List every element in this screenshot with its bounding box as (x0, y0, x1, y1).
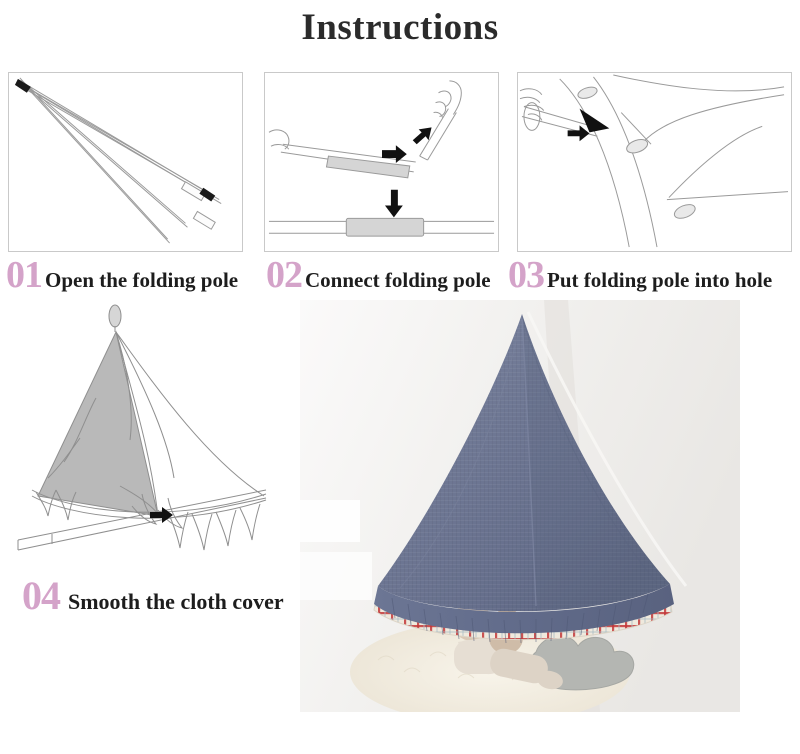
canopy-seam (521, 315, 537, 607)
product-photo (300, 300, 740, 712)
fabric-hole (673, 204, 696, 219)
step-label-04: Smooth the cloth cover (68, 589, 284, 614)
step-03: 03 Put folding pole into hole (508, 256, 772, 294)
direction-arrow-right (150, 507, 173, 523)
canopy-shaded-panel (37, 330, 159, 517)
canopy-top-knob (108, 304, 122, 328)
step-number-04: 04 (22, 573, 61, 618)
step-caption-row: 01 Open the folding pole 02 Connect fold… (0, 256, 800, 302)
step-illustration-panel-01 (8, 72, 243, 252)
hands-connecting-poles-line-drawing (268, 80, 495, 237)
step-illustration-panel-03 (517, 72, 792, 252)
step-illustration-panel-04 (8, 300, 328, 580)
instruction-panel-row (0, 72, 800, 254)
step-label-03: Put folding pole into hole (547, 268, 773, 292)
step-04: 04 Smooth the cloth cover (22, 576, 284, 616)
step-label-02: Connect folding pole (305, 268, 491, 292)
step-illustration-panel-02 (264, 72, 499, 252)
pole-connector-sleeve-lower (345, 217, 425, 237)
canopy-seam (399, 315, 523, 589)
fabric-hole (626, 138, 649, 154)
direction-arrow-right (381, 145, 407, 163)
fabric-hole (577, 86, 598, 99)
page-title: Instructions (301, 7, 499, 48)
assembled-canopy-line-drawing (17, 304, 267, 551)
canopy-seam (521, 315, 657, 583)
pole-connector-sleeve-upper (325, 155, 411, 179)
step-label-01: Open the folding pole (45, 268, 239, 292)
folding-poles-line-drawing (14, 77, 222, 244)
step-number-03: 03 (508, 254, 545, 296)
step-02: 02 Connect folding pole (266, 256, 491, 294)
step-number-02: 02 (266, 254, 303, 296)
wall-corner-edge (526, 311, 688, 587)
canopy-in-room-photo (300, 300, 740, 712)
canopy-ruffle (374, 584, 674, 634)
direction-arrow-down (384, 189, 403, 218)
step-01: 01 Open the folding pole (6, 256, 238, 294)
direction-arrow-diagonal (412, 127, 432, 145)
pole-into-fabric-hole-line-drawing (519, 74, 789, 248)
direction-arrow-right (567, 125, 590, 142)
support-pole (17, 489, 267, 551)
step-number-01: 01 (6, 254, 43, 296)
